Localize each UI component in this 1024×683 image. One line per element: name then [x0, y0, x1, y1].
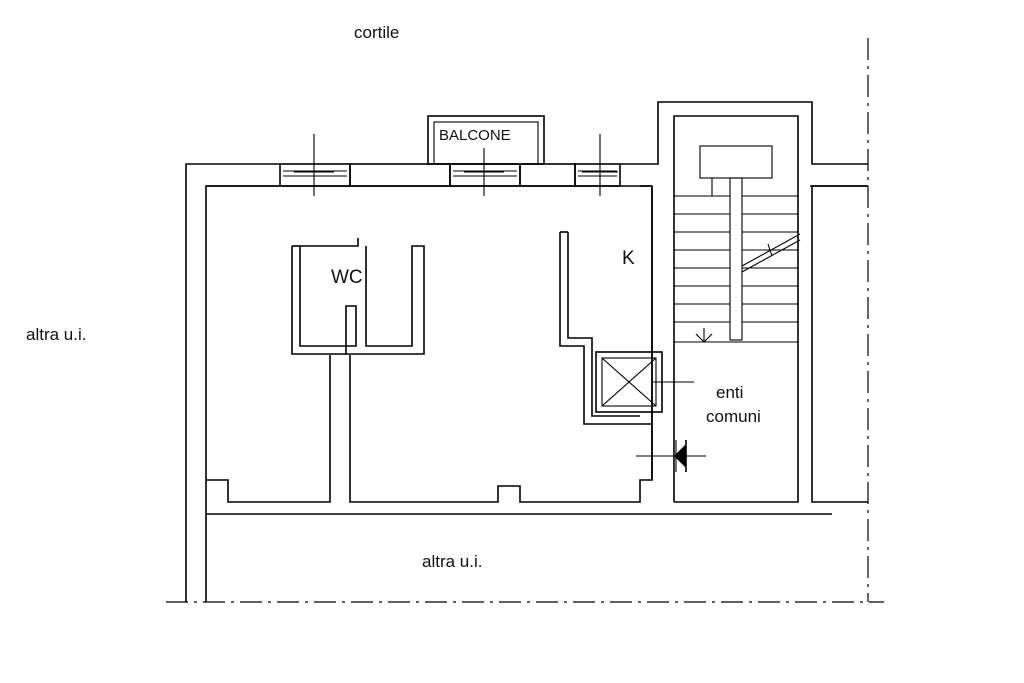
other-unit-left-label: altra u.i.: [26, 325, 86, 344]
common-areas-label-line2: comuni: [706, 407, 761, 426]
stair-direction-arrow: [695, 328, 713, 343]
common-areas-label-line1: enti: [716, 383, 743, 402]
exterior-wall: [185, 101, 868, 602]
wc-walls: [291, 238, 425, 355]
right-neighbour-wall: [811, 185, 868, 503]
courtyard-label: cortile: [354, 23, 399, 42]
kitchen-label: K: [622, 248, 635, 269]
entrance-door: [636, 440, 706, 472]
property-boundary: [166, 38, 884, 603]
balcony-label: BALCONE: [439, 127, 511, 144]
balcony: [427, 115, 545, 165]
wc-label: WC: [331, 267, 363, 288]
top-wall-segments: [279, 163, 621, 187]
other-unit-bottom-label: altra u.i.: [422, 552, 482, 571]
elevator: [595, 351, 694, 413]
stairwell: [651, 115, 799, 503]
apartment-inner-wall: [206, 185, 653, 503]
kitchen-partition: [559, 231, 652, 425]
stair-break-line: [741, 233, 801, 273]
stair-treads: [674, 178, 798, 323]
